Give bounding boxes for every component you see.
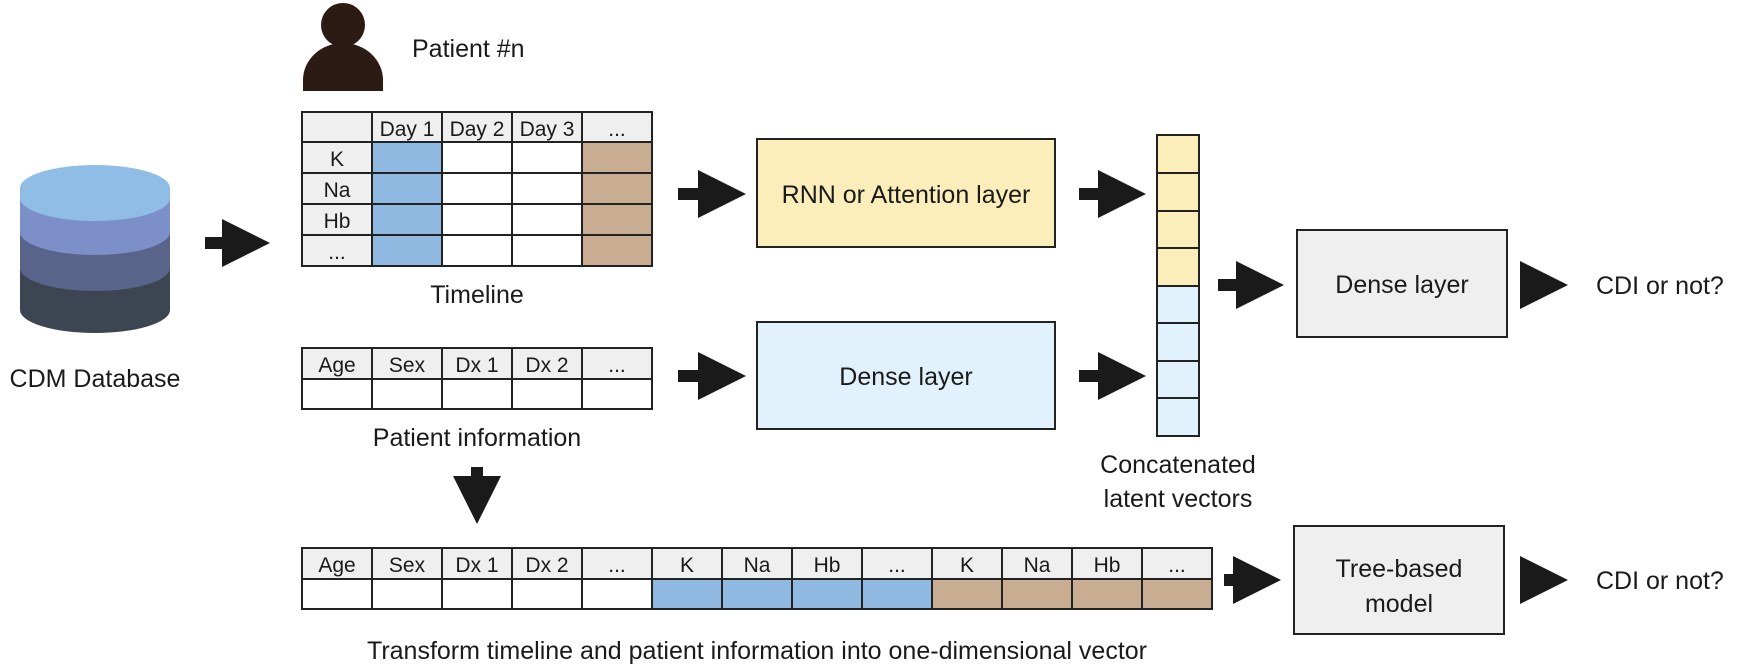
flat-cell-k-day1: K	[680, 554, 694, 577]
flat-cell-hb-day1: Hb	[814, 554, 841, 577]
tree-model-line2: model	[1365, 590, 1433, 618]
dense-layer-label-final: Dense layer	[1335, 271, 1468, 299]
flat-cell-day1-more: ...	[888, 554, 906, 577]
tree-model-line1: Tree-based	[1336, 555, 1463, 583]
patient-label: Patient #n	[412, 35, 525, 63]
patient-info-table: Age Sex Dx 1 Dx 2 ...	[301, 347, 653, 410]
timeline-row-k: K	[330, 148, 344, 171]
dense-layer-label-lower: Dense layer	[839, 363, 972, 391]
info-col-dx1: Dx 1	[455, 354, 498, 377]
timeline-col-day1: Day 1	[380, 118, 435, 141]
rnn-attention-label: RNN or Attention layer	[782, 181, 1031, 209]
flat-cell-na-day1: Na	[744, 554, 771, 577]
timeline-col-day2: Day 2	[450, 118, 505, 141]
latent-vector	[1156, 134, 1200, 437]
rnn-attention-box	[756, 138, 1056, 248]
latent-caption-line1: Concatenated	[1100, 451, 1256, 479]
dense-layer-box-lower	[756, 321, 1056, 430]
output-lower: CDI or not?	[1596, 567, 1724, 595]
flat-vector-caption: Transform timeline and patient informati…	[367, 637, 1147, 665]
timeline-table: Day 1 Day 2 Day 3 ... K Na Hb ...	[301, 111, 653, 267]
db-top	[20, 165, 170, 211]
flat-cell-k-last: K	[960, 554, 974, 577]
flat-cell-info-more: ...	[608, 554, 626, 577]
flat-cell-age: Age	[318, 554, 355, 577]
output-upper: CDI or not?	[1596, 272, 1724, 300]
info-col-dx2: Dx 2	[525, 354, 568, 377]
info-col-age: Age	[318, 354, 355, 377]
flat-cell-dx2: Dx 2	[525, 554, 568, 577]
info-col-sex: Sex	[389, 354, 426, 377]
timeline-caption: Timeline	[430, 281, 524, 309]
timeline-row-hb: Hb	[324, 210, 351, 233]
dense-layer-box-final	[1296, 229, 1508, 338]
timeline-col-more: ...	[608, 118, 626, 141]
tree-model-box	[1293, 525, 1505, 635]
flat-cell-last-more: ...	[1168, 554, 1186, 577]
latent-caption-line2: latent vectors	[1104, 485, 1253, 513]
flat-cell-hb-last: Hb	[1094, 554, 1121, 577]
database-icon	[20, 165, 170, 333]
flat-cell-na-last: Na	[1024, 554, 1051, 577]
timeline-row-more: ...	[328, 241, 346, 264]
flat-cell-dx1: Dx 1	[455, 554, 498, 577]
flat-cell-sex: Sex	[389, 554, 426, 577]
timeline-col-day3: Day 3	[520, 118, 575, 141]
database-label: CDM Database	[10, 365, 181, 393]
info-col-more: ...	[608, 354, 626, 377]
flat-vector: Age Sex Dx 1 Dx 2 ... K Na Hb ... K Na H…	[301, 547, 1213, 610]
person-icon	[303, 3, 383, 91]
timeline-row-na: Na	[324, 179, 351, 202]
patient-info-caption: Patient information	[373, 424, 581, 452]
